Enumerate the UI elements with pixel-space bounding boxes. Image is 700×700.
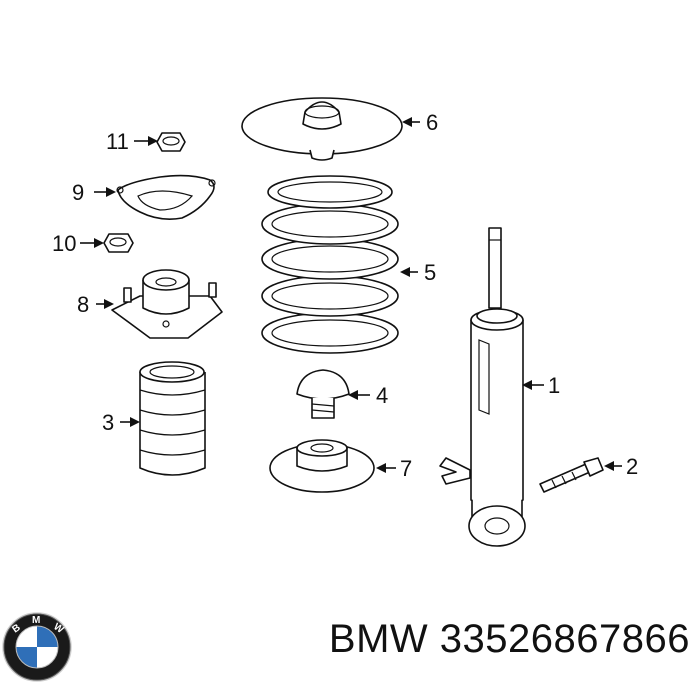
callout-10: 10 (52, 231, 76, 256)
bmw-roundel-icon: B M W (2, 612, 72, 682)
coil-spring (261, 175, 399, 354)
dust-boot (139, 361, 206, 476)
gasket (116, 174, 216, 220)
spring-seat-upper (241, 97, 403, 161)
callout-7: 7 (400, 456, 412, 481)
callout-4: 4 (376, 383, 388, 408)
callout-8: 8 (77, 292, 89, 317)
callout-3: 3 (102, 410, 114, 435)
leader-lines (80, 117, 622, 473)
strut-mount (111, 269, 223, 339)
bolt (539, 457, 604, 493)
svg-text:M: M (32, 615, 40, 626)
callout-1: 1 (548, 373, 560, 398)
callout-6: 6 (426, 110, 438, 135)
part-number: 33526867866 (439, 617, 690, 661)
shock-absorber (439, 227, 526, 547)
callout-5: 5 (424, 260, 436, 285)
spring-seat-lower (269, 439, 375, 493)
nut-lower (103, 233, 134, 253)
callout-2: 2 (626, 454, 638, 479)
callout-11: 11 (106, 129, 129, 154)
brand-name: BMW (328, 617, 429, 661)
bump-stop (296, 369, 350, 419)
nut-upper (156, 132, 186, 152)
part-label: BMW 33526867866 (329, 617, 690, 662)
callout-9: 9 (72, 180, 84, 205)
